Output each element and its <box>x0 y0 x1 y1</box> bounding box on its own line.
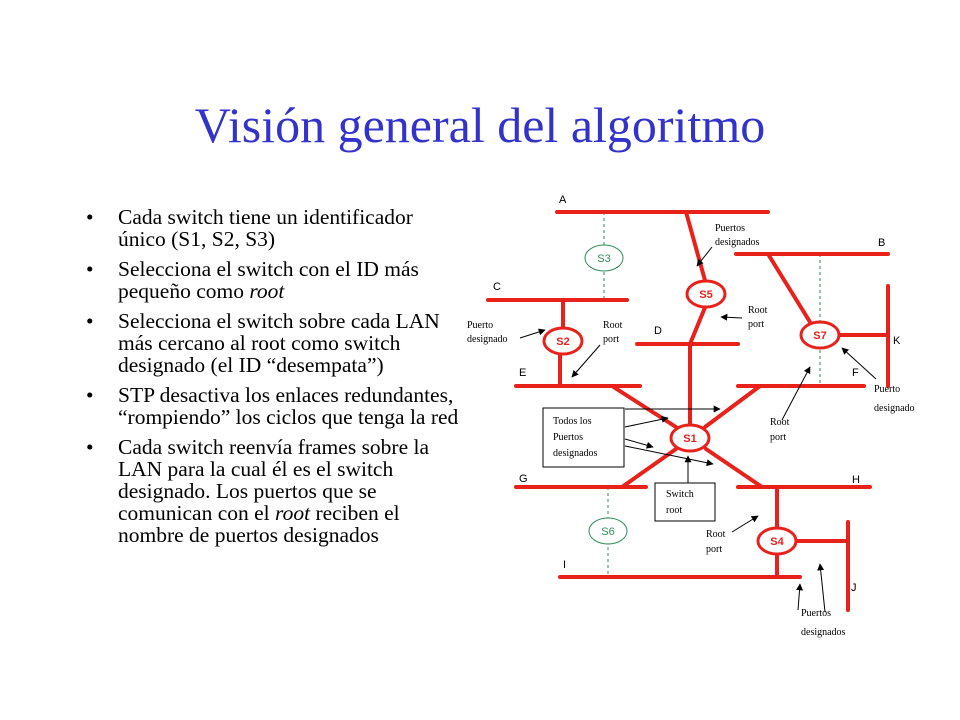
bullet-list: • Cada switch tiene un identificador únic… <box>86 206 466 554</box>
link-s7-b <box>766 252 812 324</box>
switch-s4: S4 <box>756 526 798 556</box>
arrow-puertos-designados-bottom-2 <box>817 563 826 613</box>
bullet-marker: • <box>86 309 94 333</box>
bullet-item: • STP desactiva los enlaces redundantes, … <box>86 384 466 428</box>
page-title: Visión general del algoritmo <box>194 97 766 153</box>
bullet-marker: • <box>86 435 94 459</box>
link-s1-h <box>704 447 764 489</box>
switch-s5-label: S5 <box>699 289 712 301</box>
arrow-root-port-s5 <box>720 313 743 321</box>
arrow-root-port-s4 <box>731 515 759 533</box>
lan-a-label: A <box>559 194 567 206</box>
link-s1-g <box>620 447 678 489</box>
bullet-item: • Selecciona el switch sobre cada LAN más… <box>86 310 466 376</box>
switch-root-box <box>654 482 716 522</box>
lan-b-label: B <box>878 237 885 249</box>
arrow-puerto-designado-f <box>841 347 877 380</box>
bullet-text: STP desactiva los enlaces redundantes, “… <box>118 383 459 429</box>
switch-s5: S5 <box>685 279 727 309</box>
bullet-marker: • <box>86 383 94 407</box>
switch-s7-label: S7 <box>813 330 826 342</box>
switch-s2: S2 <box>542 326 584 356</box>
switch-s3: S3 <box>584 244 624 272</box>
bullet-text: Selecciona el switch sobre cada LAN más … <box>118 309 440 377</box>
switch-s6-label: S6 <box>601 526 614 538</box>
arrow-todos-2 <box>624 415 669 428</box>
arrow-puertos-designados-bottom-1 <box>796 583 804 611</box>
todos-designados-box <box>542 407 625 468</box>
lan-i-label: I <box>563 559 566 571</box>
switch-s3-label: S3 <box>597 253 610 265</box>
link-s5-d <box>688 303 708 346</box>
switch-s6: S6 <box>588 517 628 545</box>
switch-s1: S1 <box>669 423 711 453</box>
switch-s4-label: S4 <box>770 536 784 548</box>
arrow-todos-3 <box>624 438 654 449</box>
arrow-root-port-s2 <box>571 344 601 378</box>
arrow-puertos-designados-top <box>696 246 713 267</box>
switch-s1-label: S1 <box>683 433 696 445</box>
arrow-root-port-s7 <box>781 366 811 421</box>
lan-h-label: H <box>852 474 860 486</box>
bullet-marker: • <box>86 205 94 229</box>
switch-s7: S7 <box>799 320 841 350</box>
lan-g-label: G <box>519 473 528 485</box>
bullet-item: • Cada switch tiene un identificador únic… <box>86 206 466 250</box>
switch-s2-label: S2 <box>556 336 569 348</box>
bullet-item: • Selecciona el switch con el ID más pequ… <box>86 258 466 302</box>
lan-c-label: C <box>493 281 501 293</box>
lan-k-label: K <box>893 335 901 347</box>
bullet-text: Selecciona el switch con el ID más peque… <box>118 257 419 303</box>
lan-j-label: J <box>851 582 857 594</box>
arrow-todos-4 <box>624 445 714 467</box>
bullet-marker: • <box>86 257 94 281</box>
link-s5-a <box>684 210 708 286</box>
lan-f-label: F <box>852 367 859 379</box>
lan-d-label: D <box>654 325 662 337</box>
bullet-text: Cada switch tiene un identificador único… <box>118 205 413 251</box>
lan-e-label: E <box>519 367 526 379</box>
link-s1-f <box>703 384 762 429</box>
arrow-puerto-designado-s2 <box>519 328 546 339</box>
bullet-item: • Cada switch reenvía frames sobre la LAN… <box>86 436 466 546</box>
bullet-text: Cada switch reenvía frames sobre la LAN … <box>118 435 430 547</box>
